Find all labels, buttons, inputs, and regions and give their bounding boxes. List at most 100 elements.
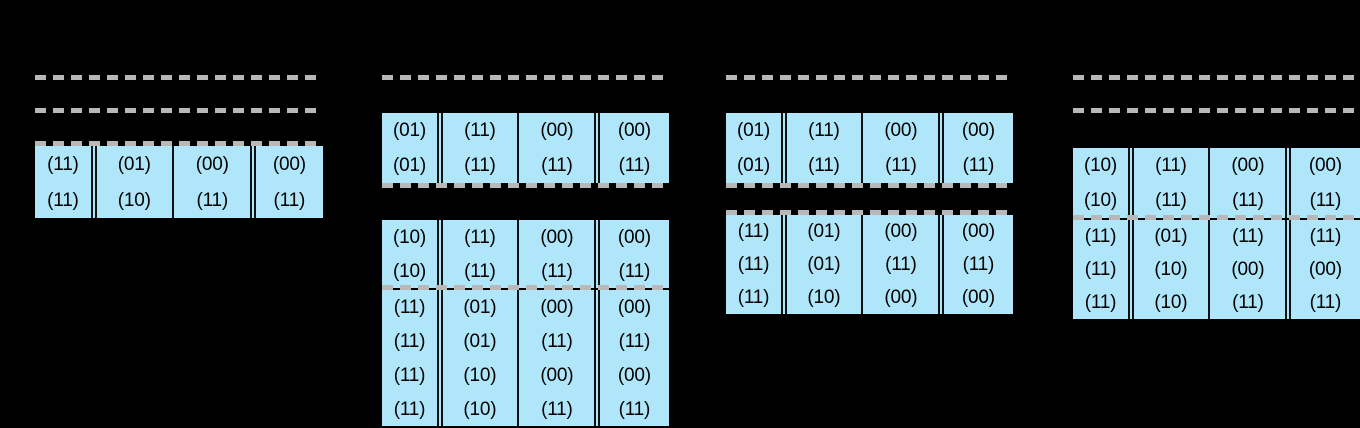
table-cell: (01) [786,248,861,281]
table-cell: (11) [599,254,669,288]
column-separator-double [90,146,97,182]
column-separator-single [171,182,175,218]
table-cell: (01) [786,215,861,248]
table-top-dashed-rule [726,210,1013,215]
column-separator-single [1207,253,1211,286]
column-separator-double [1128,148,1134,183]
table-cell: (10) [1133,253,1208,286]
table-cell: (01) [1133,220,1208,253]
column-separator-double [593,113,600,148]
column-separator-single [1207,148,1211,183]
table-cell: (11) [863,248,938,281]
column-separator-double [781,148,787,183]
column-separator-double [593,220,600,254]
table-top-dashed-rule [1073,215,1360,220]
table-row: (01)(11)(00)(00) [726,113,1013,148]
value-table: (11)(01)(00)(00)(11)(01)(11)(11)(11)(10)… [382,290,669,426]
column-separator-double [90,182,97,218]
column-separator-double [593,392,600,426]
table-row: (11)(01)(00)(00) [382,290,669,324]
column-separator-double [1284,253,1291,286]
table-cell: (11) [442,113,517,148]
table-cell: (11) [382,324,438,358]
table-row: (11)(10)(00)(00) [726,281,1013,314]
column-separator-double [1284,148,1291,183]
table-cell: (10) [442,358,517,392]
table-cell: (11) [442,254,517,288]
dashed-rule [726,75,1013,80]
table-cell: (11) [1210,183,1285,218]
table-cell: (00) [863,113,938,148]
column-separator-single [516,358,520,392]
table-cell: (11) [726,215,782,248]
dashed-rule [1073,108,1360,113]
column-separator-double [781,113,787,148]
table-cell: (11) [174,182,250,218]
table-cell: (00) [174,146,250,182]
table-cell: (11) [519,148,594,183]
table-row: (11)(10)(11)(11) [382,392,669,426]
table-cell: (00) [1210,253,1285,286]
table-row: (11)(10)(11)(11) [35,182,323,218]
column-separator-double [593,254,600,288]
column-separator-single [171,146,175,182]
column-separator-single [516,290,520,324]
table-row: (11)(01)(11)(11) [726,248,1013,281]
table-row: (10)(11)(11)(11) [382,254,669,288]
dashed-rule [1073,75,1360,80]
column-separator-double [937,215,944,248]
column-separator-single [516,220,520,254]
table-cell: (11) [943,148,1013,183]
column-separator-double [593,358,600,392]
table-cell: (00) [943,281,1013,314]
table-cell: (00) [255,146,323,182]
column-separator-single [1207,220,1211,253]
table-cell: (11) [519,324,594,358]
table-cell: (00) [943,215,1013,248]
table-cell: (10) [382,220,438,254]
table-cell: (11) [599,324,669,358]
column-separator-double [249,146,256,182]
value-table: (10)(11)(00)(00)(10)(11)(11)(11) [1073,148,1360,218]
table-cell: (00) [519,290,594,324]
table-row: (11)(01)(11)(11) [1073,220,1360,253]
column-separator-single [516,392,520,426]
table-cell: (11) [519,254,594,288]
table-row: (10)(11)(11)(11) [1073,183,1360,218]
table-bottom-dashed-rule [382,183,669,188]
table-cell: (11) [786,148,861,183]
column-separator-single [860,248,864,281]
table-row: (11)(10)(11)(11) [1073,286,1360,319]
column-separator-double [1128,253,1134,286]
table-cell: (00) [519,113,594,148]
table-cell: (00) [599,290,669,324]
column-separator-double [437,392,443,426]
column-separator-single [860,148,864,183]
table-cell: (01) [726,148,782,183]
table-cell: (10) [382,254,438,288]
table-cell: (11) [382,358,438,392]
table-cell: (00) [599,220,669,254]
table-cell: (11) [1210,220,1285,253]
column-separator-double [937,148,944,183]
column-separator-double [593,324,600,358]
table-cell: (00) [1210,148,1285,183]
table-row: (01)(11)(00)(00) [382,113,669,148]
table-cell: (11) [35,146,91,182]
table-cell: (00) [863,215,938,248]
table-cell: (11) [1073,253,1129,286]
table-cell: (00) [519,220,594,254]
column-separator-single [516,148,520,183]
table-cell: (01) [96,146,172,182]
table-cell: (11) [786,113,861,148]
table-cell: (00) [599,113,669,148]
table-cell: (11) [943,248,1013,281]
table-row: (10)(11)(00)(00) [1073,148,1360,183]
table-row: (11)(01)(11)(11) [382,324,669,358]
table-cell: (10) [1073,183,1129,218]
table-cell: (11) [726,248,782,281]
table-cell: (00) [599,358,669,392]
column-separator-double [1128,286,1134,319]
table-row: (11)(10)(00)(00) [1073,253,1360,286]
table-cell: (01) [442,290,517,324]
